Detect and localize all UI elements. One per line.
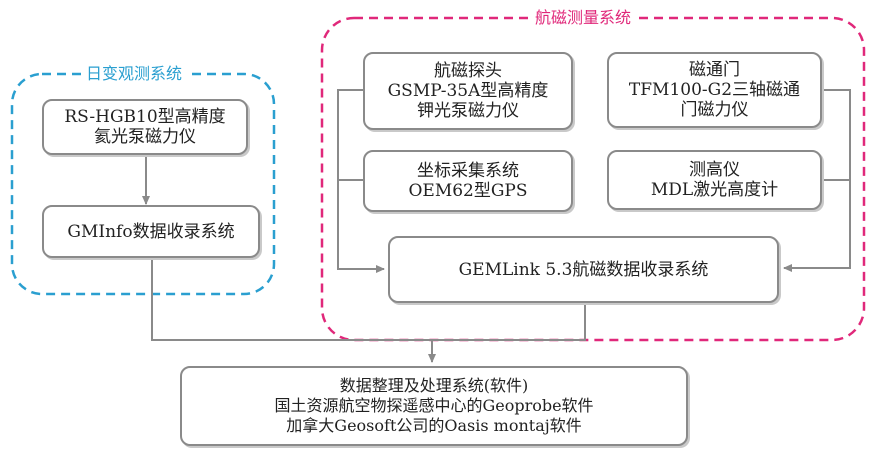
node-text-line: 测高仪 — [689, 160, 740, 180]
node-text-line: 门磁力仪 — [680, 100, 749, 120]
node-text-line: 加拿大Geosoft公司的Oasis montaj软件 — [286, 416, 582, 435]
gminfo-node: GMInfo数据收录系统 — [42, 205, 260, 258]
node-text-line: 氦光泵磁力仪 — [94, 127, 196, 147]
diurnal-group-title: 日变观测系统 — [82, 65, 187, 83]
processing-node: 数据整理及处理系统(软件) 国土资源航空物探遥感中心的Geoprobe软件 加拿… — [180, 366, 688, 446]
node-text-line: 磁通门 — [689, 60, 740, 80]
diurnal-group-frame — [10, 72, 276, 296]
tfm-node: 磁通门 TFM100-G2三轴磁通 门磁力仪 — [607, 52, 822, 128]
node-text-line: OEM62型GPS — [408, 181, 528, 201]
aero-group-title: 航磁测量系统 — [531, 9, 636, 27]
node-text-line: GSMP-35A型高精度 — [387, 81, 549, 101]
node-text-line: 坐标采集系统 — [417, 161, 519, 181]
node-text-line: MDL激光高度计 — [650, 180, 779, 200]
node-text-line: 数据整理及处理系统(软件) — [339, 376, 529, 395]
gps-node: 坐标采集系统 OEM62型GPS — [363, 150, 573, 212]
mdl-node: 测高仪 MDL激光高度计 — [607, 150, 822, 210]
node-text-line: GMInfo数据收录系统 — [67, 221, 235, 242]
aero-group-frame — [320, 16, 866, 342]
node-text-line: RS-HGB10型高精度 — [64, 107, 226, 127]
node-text-line: 航磁探头 — [434, 61, 502, 81]
node-text-line: GEMLink 5.3航磁数据收录系统 — [458, 259, 709, 280]
rs-hgb10-node: RS-HGB10型高精度 氦光泵磁力仪 — [42, 99, 248, 155]
node-text-line: TFM100-G2三轴磁通 — [628, 80, 801, 100]
node-text-line: 钾光泵磁力仪 — [417, 101, 519, 121]
gemlink-node: GEMLink 5.3航磁数据收录系统 — [388, 236, 779, 303]
node-text-line: 国土资源航空物探遥感中心的Geoprobe软件 — [274, 396, 594, 415]
arrow-to-processing — [151, 258, 586, 362]
gsmp-node: 航磁探头 GSMP-35A型高精度 钾光泵磁力仪 — [363, 52, 573, 130]
